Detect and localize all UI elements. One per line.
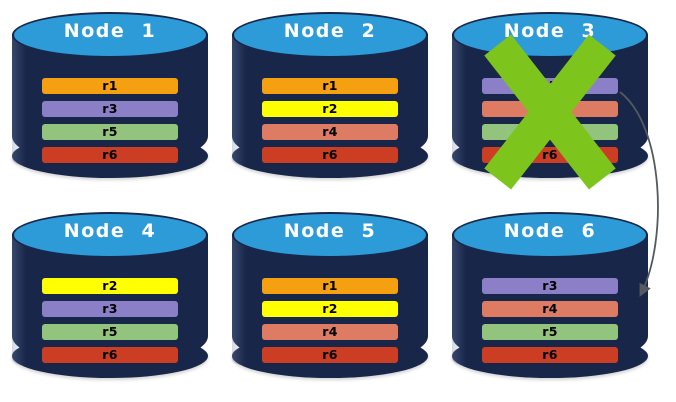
replica-bar[interactable]: r2 — [262, 301, 398, 317]
replica-list: r2 r3 r5 r6 — [42, 278, 178, 363]
replica-list: r3 r4 r5 r6 — [482, 278, 618, 363]
replica-bar[interactable]: r4 — [262, 124, 398, 140]
replica-bar[interactable]: r2 — [262, 101, 398, 117]
replica-bar[interactable]: r2 — [42, 278, 178, 294]
replica-bar[interactable]: r1 — [262, 278, 398, 294]
replica-bar[interactable]: r5 — [482, 324, 618, 340]
replica-bar[interactable]: r6 — [482, 147, 618, 163]
node-title: Node 3 — [503, 20, 597, 42]
cylinder-body — [232, 234, 428, 366]
replica-list: r3 r4 r5 r6 — [482, 78, 618, 163]
node-card-3[interactable]: Node 3 r3 r4 r5 r6 — [452, 12, 648, 190]
replica-bar[interactable]: r1 — [42, 78, 178, 94]
replica-bar[interactable]: r5 — [482, 124, 618, 140]
replica-bar[interactable]: r6 — [482, 347, 618, 363]
node-title: Node 4 — [63, 220, 157, 242]
cylinder-top — [232, 12, 428, 58]
replica-list: r1 r3 r5 r6 — [42, 78, 178, 163]
cylinder-top — [12, 212, 208, 258]
replica-bar[interactable]: r4 — [482, 301, 618, 317]
node-card-4[interactable]: Node 4 r2 r3 r5 r6 — [12, 212, 208, 388]
node-card-5[interactable]: Node 5 r1 r2 r4 r6 — [232, 212, 428, 388]
cylinder-top — [232, 212, 428, 258]
replica-bar[interactable]: r3 — [482, 278, 618, 294]
node-card-2[interactable]: Node 2 r1 r2 r4 r6 — [232, 12, 428, 188]
cylinder-body — [232, 34, 428, 166]
cylinder-top — [12, 12, 208, 58]
replica-bar[interactable]: r4 — [482, 101, 618, 117]
replica-bar[interactable]: r6 — [262, 147, 398, 163]
replica-bar[interactable]: r3 — [42, 301, 178, 317]
cylinder-top — [452, 212, 648, 258]
node-title: Node 2 — [283, 20, 377, 42]
replica-bar[interactable]: r6 — [42, 147, 178, 163]
node-title: Node 1 — [63, 20, 157, 42]
replica-bar[interactable]: r3 — [482, 78, 618, 94]
replica-bar[interactable]: r6 — [262, 347, 398, 363]
node-card-1[interactable]: Node 1 r1 r3 r5 r6 — [12, 12, 208, 188]
replica-bar[interactable]: r4 — [262, 324, 398, 340]
replica-list: r1 r2 r4 r6 — [262, 78, 398, 163]
replica-bar[interactable]: r1 — [262, 78, 398, 94]
node-title: Node 5 — [283, 220, 377, 242]
replica-bar[interactable]: r6 — [42, 347, 178, 363]
replica-bar[interactable]: r3 — [42, 101, 178, 117]
replica-bar[interactable]: r5 — [42, 324, 178, 340]
node-title: Node 6 — [503, 220, 597, 242]
node-card-6[interactable]: Node 6 r3 r4 r5 r6 — [452, 212, 648, 388]
replica-bar[interactable]: r5 — [42, 124, 178, 140]
replica-list: r1 r2 r4 r6 — [262, 278, 398, 363]
